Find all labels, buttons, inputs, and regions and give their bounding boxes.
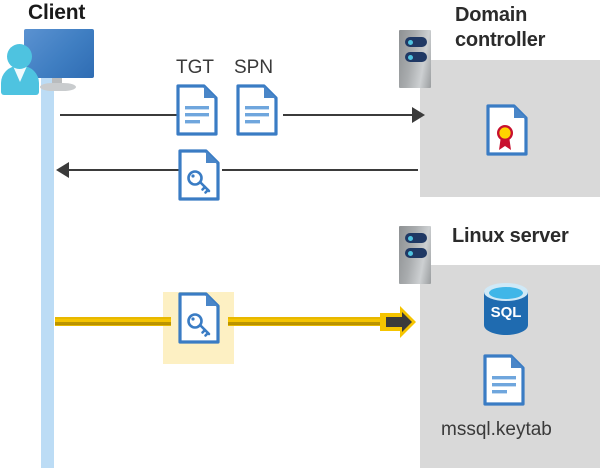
certificate-document-icon <box>486 104 528 156</box>
person-head-icon <box>7 44 32 69</box>
svg-text:SQL: SQL <box>491 304 522 321</box>
service-ticket-document-icon <box>178 292 220 344</box>
flow-request-arrowhead <box>412 107 425 123</box>
flow-service-ticket-arrowhead <box>380 306 416 338</box>
domain-controller-label-line2: controller <box>455 29 546 51</box>
keytab-document-icon <box>483 354 525 406</box>
flow-response-arrowhead <box>56 162 69 178</box>
client-lifeline <box>41 72 54 468</box>
server-bay-icon <box>405 248 427 258</box>
server-bay-icon <box>405 37 427 47</box>
keytab-filename-label: mssql.keytab <box>441 419 552 440</box>
person-collar-icon <box>13 66 27 82</box>
domain-controller-label: Domain controller <box>455 3 545 53</box>
tgt-label: TGT <box>176 57 214 78</box>
server-bay-icon <box>405 233 427 243</box>
flow-service-ticket-line-left <box>55 317 171 326</box>
monitor-neck-icon <box>52 78 62 86</box>
flow-response-line-right <box>222 169 418 171</box>
server-led-icon <box>408 235 413 241</box>
domain-controller-rack-icon <box>399 30 431 88</box>
sql-database-icon: SQL <box>481 281 531 336</box>
flow-response-line-left <box>60 169 180 171</box>
domain-controller-label-line1: Domain <box>455 4 528 26</box>
flow-request-line-right <box>283 114 414 116</box>
server-led-icon <box>408 54 413 60</box>
server-led-icon <box>408 250 413 256</box>
spn-label: SPN <box>234 57 274 78</box>
server-bay-icon <box>405 52 427 62</box>
flow-service-ticket-line-right <box>228 317 396 326</box>
client-workstation-icon <box>0 0 110 100</box>
server-led-icon <box>408 39 413 45</box>
linux-server-rack-icon <box>399 226 431 284</box>
client-label: Client <box>28 1 86 24</box>
tgt-document-icon <box>176 84 218 136</box>
spn-document-icon <box>236 84 278 136</box>
linux-server-label: Linux server <box>452 225 569 247</box>
ticket-key-document-icon <box>178 149 220 201</box>
monitor-screen-icon <box>24 29 94 78</box>
flow-request-line-left <box>60 114 178 116</box>
monitor-base-icon <box>40 83 76 91</box>
